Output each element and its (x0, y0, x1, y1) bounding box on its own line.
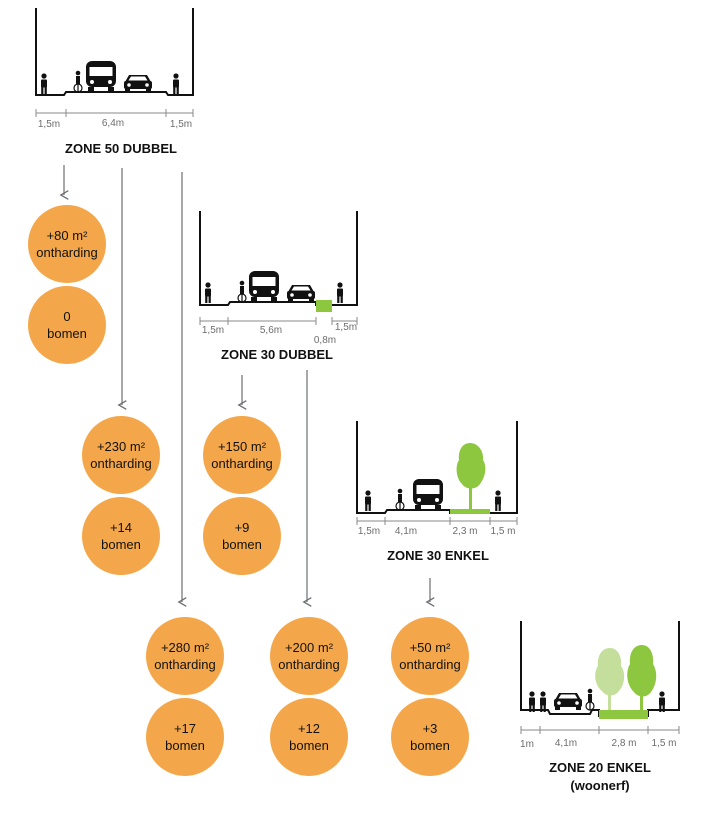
area-label: ontharding (399, 657, 460, 672)
dimension-line (520, 726, 680, 734)
bus-icon (249, 271, 279, 302)
dimension-label: 1,5m (170, 119, 192, 130)
result-r5: +200 m² ontharding +12 bomen (270, 617, 348, 776)
cyclist-icon (73, 70, 83, 93)
cyclist-icon (395, 488, 405, 511)
area-value: +150 m² (218, 439, 267, 454)
car-icon (554, 693, 582, 710)
result-r3: +150 m² ontharding +9 bomen (203, 416, 281, 575)
dimension-line (356, 517, 518, 525)
area-value: +80 m² (47, 228, 88, 243)
area-circle (391, 617, 469, 695)
tree-icon (595, 648, 625, 710)
pedestrian-icon (205, 282, 211, 303)
car-icon (124, 75, 152, 92)
dimension-label: 0,8m (314, 335, 336, 346)
cyclist-icon (237, 280, 247, 303)
zone-subtitle: (woonerf) (570, 778, 629, 793)
area-circle (28, 205, 106, 283)
result-r4: +280 m² ontharding +17 bomen (146, 617, 224, 776)
trees-circle (28, 286, 106, 364)
area-label: ontharding (154, 657, 215, 672)
area-label: ontharding (211, 456, 272, 471)
cyclist-icon (585, 688, 595, 711)
trees-value: +12 (298, 721, 320, 736)
car-icon (287, 285, 315, 302)
pedestrian-icon (365, 490, 371, 511)
pedestrian-icon (337, 282, 343, 303)
tree-icon (627, 645, 657, 710)
trees-circle (146, 698, 224, 776)
trees-label: bomen (289, 738, 329, 753)
pedestrian-icon (173, 73, 179, 94)
area-label: ontharding (278, 657, 339, 672)
tree-icon (456, 443, 486, 510)
area-value: +280 m² (161, 640, 210, 655)
dimension-label: 1,5 m (490, 526, 515, 537)
dimension-label: 4,1m (555, 738, 577, 749)
trees-label: bomen (101, 537, 141, 552)
bus-icon (86, 61, 116, 92)
bus-icon (413, 479, 443, 510)
trees-value: 0 (63, 309, 70, 324)
zone-30-enkel-profile: 1,5m 4,1m 2,3 m 1,5 m ZONE 30 ENKEL (356, 421, 518, 563)
dimension-label: 1,5 m (651, 738, 676, 749)
result-r2: +230 m² ontharding +14 bomen (82, 416, 160, 575)
dimension-label: 5,6m (260, 325, 282, 336)
flow-arrows (59, 165, 435, 607)
trees-circle (203, 497, 281, 575)
result-r6: +50 m² ontharding +3 bomen (391, 617, 469, 776)
trees-value: +17 (174, 721, 196, 736)
area-value: +230 m² (97, 439, 146, 454)
area-label: ontharding (36, 245, 97, 260)
trees-circle (82, 497, 160, 575)
result-r1: +80 m² ontharding 0 bomen (28, 205, 106, 364)
green-strip (599, 710, 648, 719)
green-strip (450, 509, 490, 514)
dimension-line (35, 109, 194, 117)
area-circle (82, 416, 160, 494)
area-value: +50 m² (410, 640, 451, 655)
trees-value: +14 (110, 520, 132, 535)
trees-circle (270, 698, 348, 776)
dimension-label: 2,3 m (452, 526, 477, 537)
dimension-label: 1,5m (358, 526, 380, 537)
dimension-line (199, 317, 358, 325)
dimension-label: 1,5m (335, 322, 357, 333)
pedestrian-icon (495, 490, 501, 511)
trees-label: bomen (222, 537, 262, 552)
dimension-label: 1m (520, 739, 534, 750)
zone-title: ZONE 50 DUBBEL (65, 141, 177, 156)
trees-value: +3 (423, 721, 438, 736)
area-circle (146, 617, 224, 695)
pedestrian-icon (529, 691, 535, 712)
trees-label: bomen (410, 738, 450, 753)
area-circle (203, 416, 281, 494)
area-circle (270, 617, 348, 695)
trees-label: bomen (165, 738, 205, 753)
trees-circle (391, 698, 469, 776)
trees-label: bomen (47, 326, 87, 341)
area-value: +200 m² (285, 640, 334, 655)
dimension-label: 4,1m (395, 526, 417, 537)
dimension-label: 1,5m (38, 119, 60, 130)
pedestrian-icon (540, 691, 546, 712)
area-label: ontharding (90, 456, 151, 471)
zone-title: ZONE 20 ENKEL (549, 760, 651, 775)
zone-30-dubbel-profile: 1,5m 5,6m 0,8m 1,5m ZONE 30 DUBBEL (199, 211, 358, 362)
pedestrian-icon (659, 691, 665, 712)
zone-title: ZONE 30 DUBBEL (221, 347, 333, 362)
dimension-label: 1,5m (202, 325, 224, 336)
pedestrian-icon (41, 73, 47, 94)
zone-title: ZONE 30 ENKEL (387, 548, 489, 563)
green-strip (316, 300, 332, 312)
dimension-label: 2,8 m (611, 738, 636, 749)
zone-20-enkel-profile: 1m 4,1m 2,8 m 1,5 m ZONE 20 ENKEL (woone… (520, 621, 680, 793)
dimension-label: 6,4m (102, 118, 124, 129)
zone-50-dubbel-profile: 1,5m 6,4m 1,5m ZONE 50 DUBBEL (35, 8, 194, 156)
trees-value: +9 (235, 520, 250, 535)
